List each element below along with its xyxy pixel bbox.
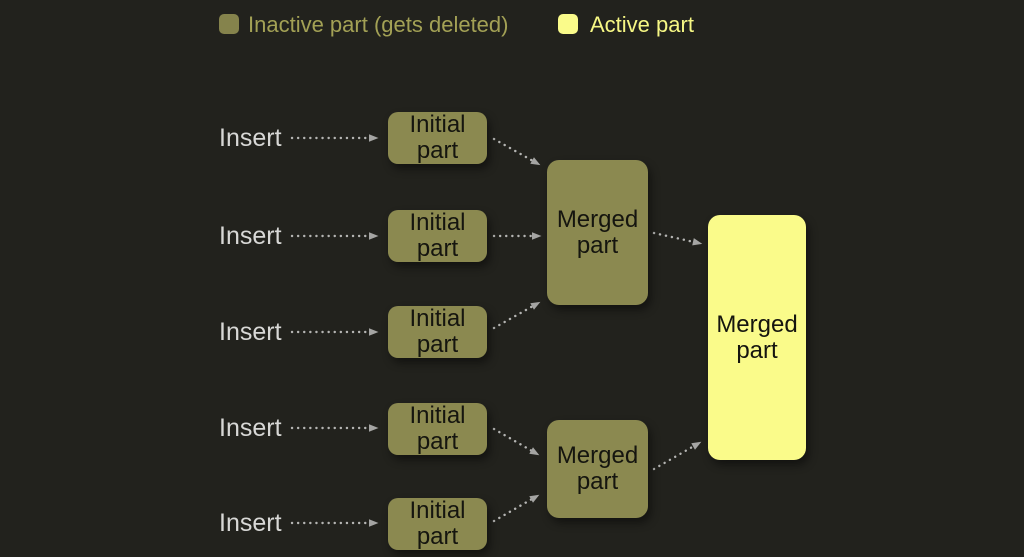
arrow-merged1-to-final (652, 231, 703, 246)
merged-part-box-1: Merged part (547, 160, 648, 305)
arrow-initial4-to-merged2 (492, 427, 540, 456)
arrow-initial1-to-merged1 (492, 137, 541, 166)
insert-label-1: Insert (219, 124, 282, 152)
insert-label-2: Insert (219, 222, 282, 250)
final-merged-part-box: Merged part (708, 215, 806, 460)
arrow-initial5-to-merged2 (492, 494, 540, 523)
legend-swatch-active (558, 14, 578, 34)
initial-part-box-4: Initial part (388, 403, 487, 455)
initial-part-box-3: Initial part (388, 306, 487, 358)
insert-label-5: Insert (219, 509, 282, 537)
insert-label-3: Insert (219, 318, 282, 346)
initial-part-box-5: Initial part (388, 498, 487, 550)
legend-swatch-inactive (219, 14, 239, 34)
legend-label-inactive: Inactive part (gets deleted) (248, 12, 509, 37)
arrow-merged2-to-final (652, 441, 702, 471)
arrow-initial3-to-merged1 (492, 301, 541, 330)
initial-part-box-1: Initial part (388, 112, 487, 164)
initial-part-box-2: Initial part (388, 210, 487, 262)
insert-label-4: Insert (219, 414, 282, 442)
legend-label-active: Active part (590, 12, 694, 37)
merged-part-box-2: Merged part (547, 420, 648, 518)
